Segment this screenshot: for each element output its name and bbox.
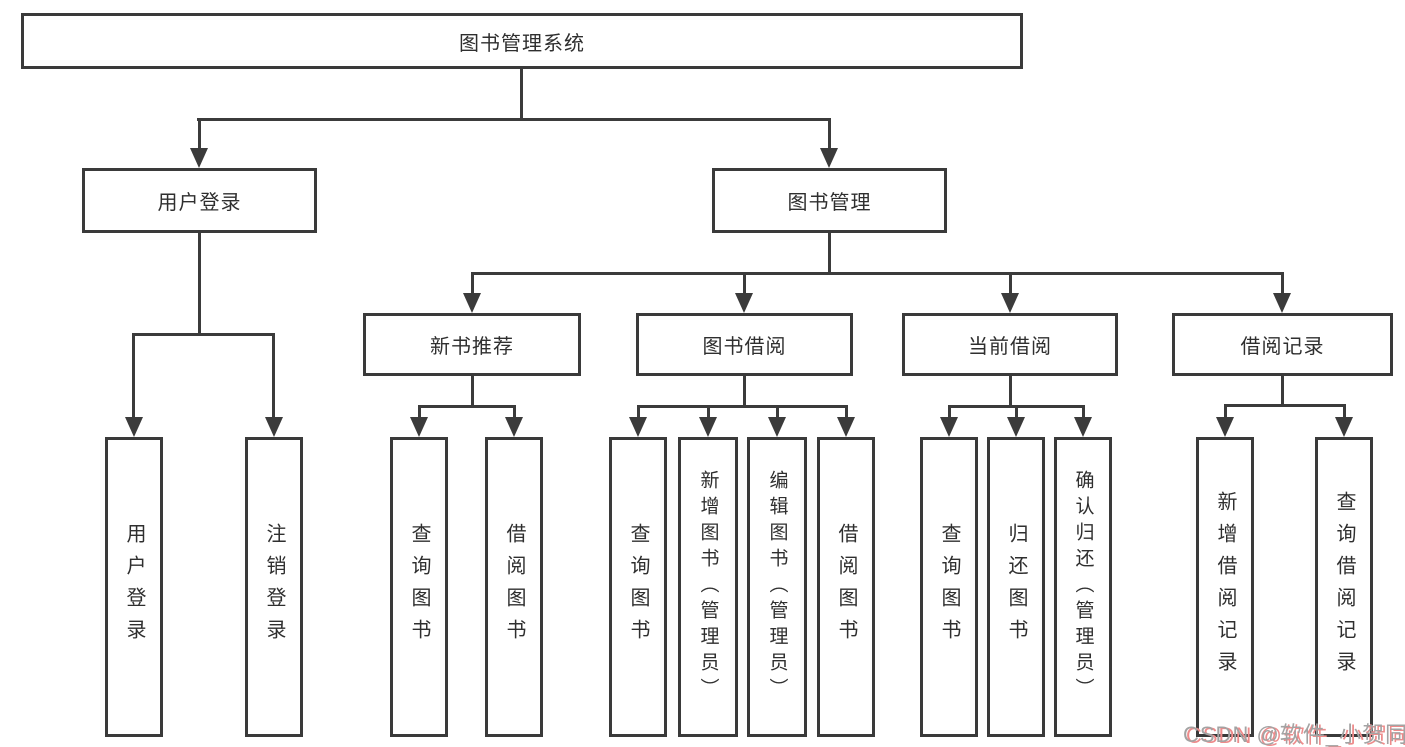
connector-to-leaf (1015, 405, 1018, 421)
connector-to-leaf (1082, 405, 1085, 421)
arrow-down-icon (410, 417, 428, 437)
arrow-down-icon (940, 417, 958, 437)
arrow-down-icon (629, 417, 647, 437)
leaf-confirm-return-admin: 确认归还（管理员） (1054, 437, 1112, 737)
arrow-down-icon (1216, 417, 1234, 437)
node-label: 图书管理 (787, 192, 872, 214)
arrow-down-icon (768, 417, 786, 437)
leaf-label: 编辑图书（管理员） (766, 470, 788, 704)
node-new-book-recommendation: 新书推荐 (363, 313, 581, 376)
arrow-down-icon (699, 417, 717, 437)
node-label: 当前借阅 (968, 336, 1052, 358)
connector-to-new-book (471, 272, 474, 295)
connector-group-stem (1009, 376, 1012, 408)
arrow-down-icon (1001, 293, 1019, 313)
arrow-down-icon (1074, 417, 1092, 437)
leaf-label: 归还图书 (1005, 523, 1027, 651)
leaf-logout-login: 注销登录 (245, 437, 303, 737)
connector-group-stem (1281, 376, 1284, 407)
leaf-label: 借阅图书 (835, 523, 857, 651)
connector-to-book-borrowing (743, 272, 746, 295)
node-book-management: 图书管理 (712, 168, 947, 233)
connector-to-borrowing-records (1281, 272, 1284, 295)
connector-group-stem (471, 376, 474, 408)
node-label: 用户登录 (157, 192, 242, 214)
connector-to-leaf (948, 405, 951, 421)
connector-to-leaf (1343, 404, 1346, 421)
connector-to-leaf (132, 333, 135, 419)
connector-to-leaf (418, 405, 421, 421)
leaf-label: 查询借阅记录 (1333, 491, 1355, 683)
connector-level2-branch (471, 272, 1284, 275)
leaf-label: 确认归还（管理员） (1072, 470, 1094, 704)
watermark-text: CSDN @软件_小贺同学 (1183, 722, 1405, 747)
leaf-label: 借阅图书 (503, 523, 525, 651)
connector-to-current-borrowing (1009, 272, 1012, 295)
arrow-down-icon (505, 417, 523, 437)
arrow-down-icon (820, 148, 838, 168)
connector-to-leaf (272, 333, 275, 419)
connector-to-book-management (828, 118, 831, 150)
arrow-down-icon (265, 417, 283, 437)
leaf-query-books-recommend: 查询图书 (390, 437, 448, 737)
connector-to-user-login (198, 118, 201, 150)
arrow-down-icon (735, 293, 753, 313)
arrow-down-icon (125, 417, 143, 437)
leaf-label: 新增借阅记录 (1214, 491, 1236, 683)
arrow-down-icon (1335, 417, 1353, 437)
leaf-add-borrow-record: 新增借阅记录 (1196, 437, 1254, 737)
arrow-down-icon (1273, 293, 1291, 313)
leaf-query-books-current: 查询图书 (920, 437, 978, 737)
arrow-down-icon (837, 417, 855, 437)
connector-group-branch (637, 405, 847, 408)
arrow-down-icon (1007, 417, 1025, 437)
connector-to-leaf (845, 405, 848, 421)
connector-to-leaf (707, 405, 710, 421)
leaf-label: 注销登录 (263, 523, 285, 651)
leaf-query-borrow-record: 查询借阅记录 (1315, 437, 1373, 737)
node-current-borrowing: 当前借阅 (902, 313, 1118, 376)
node-user-login: 用户登录 (82, 168, 317, 233)
connector-group-branch (418, 405, 516, 408)
node-label: 图书管理系统 (459, 32, 585, 55)
connector-group-branch (1224, 404, 1345, 407)
leaf-label: 新增图书（管理员） (697, 470, 719, 704)
leaf-return-books: 归还图书 (987, 437, 1045, 737)
leaf-label: 用户登录 (123, 523, 145, 651)
connector-to-leaf (513, 405, 516, 421)
leaf-label: 查询图书 (938, 523, 960, 651)
arrow-down-icon (190, 148, 208, 168)
arrow-down-icon (463, 293, 481, 313)
leaf-add-books-admin: 新增图书（管理员） (678, 437, 738, 737)
leaf-edit-books-admin: 编辑图书（管理员） (747, 437, 807, 737)
leaf-label: 查询图书 (627, 523, 649, 651)
leaf-user-login: 用户登录 (105, 437, 163, 737)
node-label: 新书推荐 (430, 336, 514, 358)
leaf-borrow-books-borrow: 借阅图书 (817, 437, 875, 737)
connector-mgmt-stem (828, 233, 831, 275)
leaf-label: 查询图书 (408, 523, 430, 651)
connector-to-leaf (637, 405, 640, 421)
connector-login-stem (198, 233, 201, 336)
leaf-query-books-borrow: 查询图书 (609, 437, 667, 737)
connector-to-leaf (1224, 404, 1227, 421)
connector-group-stem (743, 376, 746, 408)
connector-login-branch (132, 333, 275, 336)
leaf-borrow-books-recommend: 借阅图书 (485, 437, 543, 737)
connector-root-stem (520, 68, 523, 121)
node-library-management-system: 图书管理系统 (21, 13, 1023, 69)
connector-to-leaf (776, 405, 779, 421)
node-label: 借阅记录 (1240, 336, 1325, 358)
node-borrowing-records: 借阅记录 (1172, 313, 1393, 376)
connector-level1-branch (197, 118, 831, 121)
node-label: 图书借阅 (702, 336, 787, 358)
node-book-borrowing: 图书借阅 (636, 313, 853, 376)
